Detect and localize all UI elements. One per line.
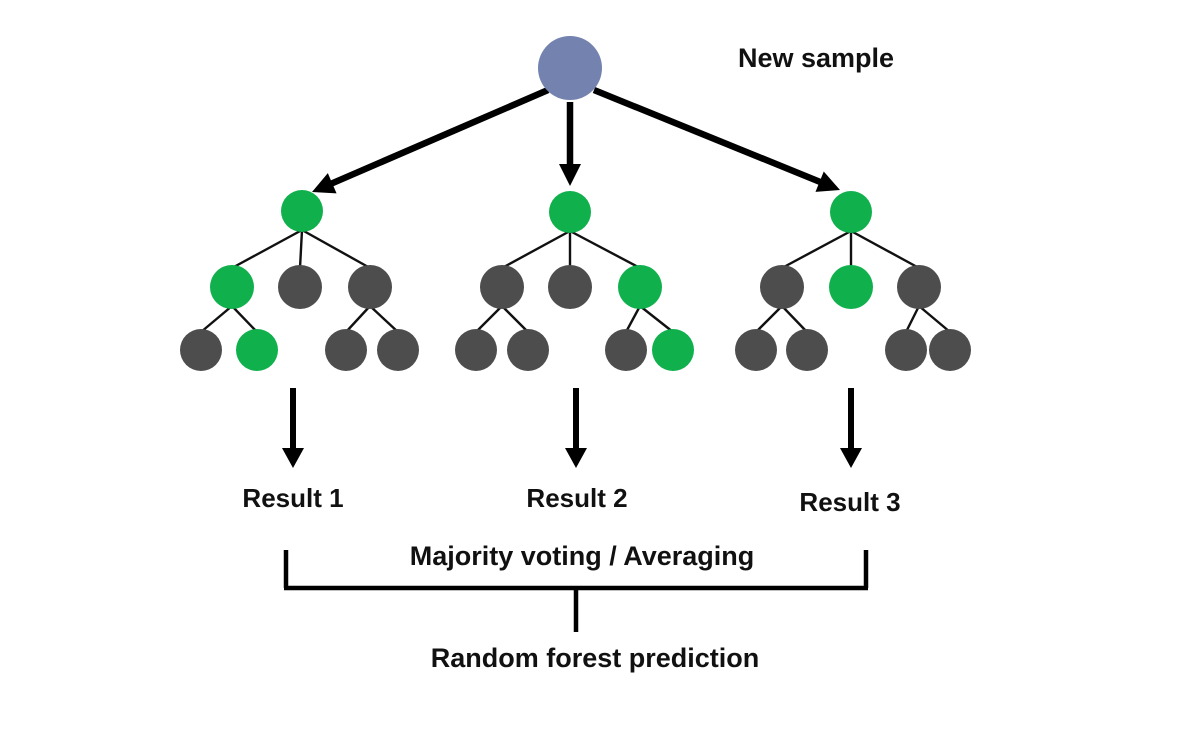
- tree-3-edge-leaf-1: [780, 304, 809, 334]
- tree-1-leaf-node-2: [325, 329, 367, 371]
- tree-3-root-node: [830, 191, 872, 233]
- new-sample-node: [538, 36, 602, 100]
- random-forest-prediction-label: Random forest prediction: [431, 643, 760, 673]
- tree-2-edge-leaf-2: [624, 304, 642, 334]
- tree-1-leaf-node-0: [180, 329, 222, 371]
- tree-3-level2-node-2: [897, 265, 941, 309]
- tree-2-leaf-node-0: [455, 329, 497, 371]
- tree-3-edge-root-0: [780, 229, 853, 270]
- tree-1-edge-leaf-3: [368, 304, 400, 334]
- arrow-result-3-head: [840, 448, 862, 468]
- arrow-result-1-head: [282, 448, 304, 468]
- tree-2-level2-node-1: [548, 265, 592, 309]
- tree-nodes-layer: [180, 190, 971, 371]
- result-3-label: Result 3: [799, 487, 900, 517]
- tree-1-level2-node-0: [210, 265, 254, 309]
- tree-2-edge-leaf-1: [500, 304, 530, 334]
- tree-1-root-node: [281, 190, 323, 232]
- tree-2-edge-root-0: [500, 229, 572, 270]
- tree-2-level2-node-2: [618, 265, 662, 309]
- arrow-to-tree-2-head: [559, 164, 581, 186]
- tree-2-level2-node-0: [480, 265, 524, 309]
- tree-3-level2-node-0: [760, 265, 804, 309]
- tree-edges-layer: [199, 228, 952, 334]
- majority-voting-label: Majority voting / Averaging: [410, 541, 755, 571]
- tree-3-leaf-node-1: [786, 329, 828, 371]
- tree-2-leaf-node-1: [507, 329, 549, 371]
- tree-1-leaf-node-1: [236, 329, 278, 371]
- tree-2-leaf-node-2: [605, 329, 647, 371]
- tree-1-level2-node-1: [278, 265, 322, 309]
- tree-3-edge-leaf-2: [904, 304, 921, 334]
- tree-2-edge-leaf-0: [474, 304, 504, 334]
- tree-3-edge-leaf-0: [754, 304, 784, 334]
- tree-2-leaf-node-3: [652, 329, 694, 371]
- new-sample-label: New sample: [738, 43, 894, 73]
- result-2-label: Result 2: [526, 483, 627, 513]
- result-arrows-layer: [282, 388, 862, 468]
- tree-1-leaf-node-3: [377, 329, 419, 371]
- tree-1-edge-root-0: [230, 228, 304, 270]
- tree-2-root-node: [549, 191, 591, 233]
- tree-1-edge-root-2: [300, 228, 372, 270]
- result-1-label: Result 1: [242, 483, 343, 513]
- tree-1-level2-node-2: [348, 265, 392, 309]
- arrow-to-tree-1-shaft: [329, 87, 550, 188]
- arrow-to-tree-3-head: [815, 171, 840, 192]
- aggregation-bracket: [283, 550, 869, 632]
- root-node-layer: [538, 36, 602, 100]
- arrow-to-tree-1-head: [312, 173, 337, 194]
- tree-1-edge-root-1: [298, 228, 304, 270]
- tree-2-edge-leaf-3: [638, 304, 675, 334]
- tree-3-edge-root-2: [849, 229, 921, 270]
- tree-1-edge-leaf-0: [199, 304, 234, 334]
- sample-arrows-layer: [312, 86, 840, 194]
- tree-1-edge-leaf-1: [230, 304, 259, 334]
- tree-3-leaf-node-2: [885, 329, 927, 371]
- arrow-to-tree-3-shaft: [592, 86, 823, 186]
- tree-3-level2-node-1: [829, 265, 873, 309]
- arrow-result-2-head: [565, 448, 587, 468]
- tree-3-leaf-node-3: [929, 329, 971, 371]
- tree-3-edge-leaf-3: [917, 304, 952, 334]
- tree-1-edge-leaf-2: [344, 304, 372, 334]
- tree-2-edge-root-2: [568, 229, 642, 270]
- tree-3-leaf-node-0: [735, 329, 777, 371]
